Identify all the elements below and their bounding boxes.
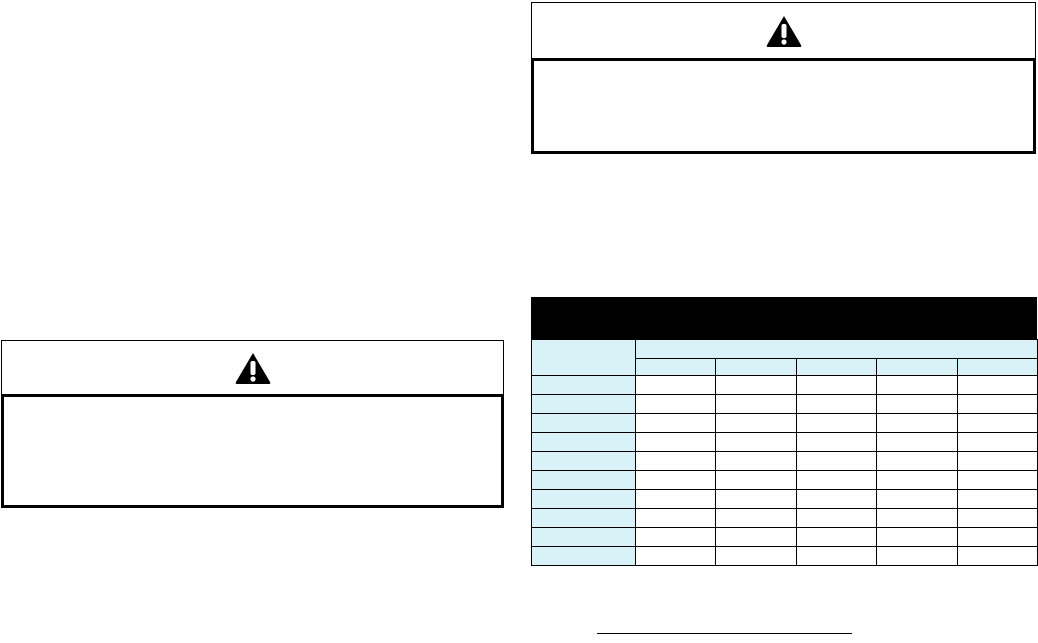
table-cell xyxy=(635,413,716,433)
row-header xyxy=(531,375,636,395)
table-cell xyxy=(635,375,716,395)
table-cell xyxy=(635,432,716,452)
spec-table xyxy=(531,339,1038,566)
warning-box-right xyxy=(531,2,1036,154)
table-cell xyxy=(715,527,797,547)
warning-triangle-icon xyxy=(235,352,270,384)
table-cell xyxy=(635,546,716,566)
row-header xyxy=(531,546,636,566)
warning-body xyxy=(2,397,503,507)
row-header xyxy=(531,394,636,414)
table-cell xyxy=(796,489,877,509)
table-spanning-header xyxy=(635,339,1038,359)
table-cell xyxy=(715,432,797,452)
table-cell xyxy=(635,489,716,509)
warning-box-left xyxy=(1,340,504,508)
table-row xyxy=(531,508,1038,528)
table-cell xyxy=(635,394,716,414)
table-subheader-row xyxy=(532,358,1038,376)
warning-body xyxy=(532,61,1035,153)
row-header xyxy=(531,470,636,490)
table-cell xyxy=(796,432,877,452)
table-cell xyxy=(957,470,1038,490)
table-row xyxy=(531,546,1038,566)
table-row xyxy=(531,489,1038,509)
row-header xyxy=(531,508,636,528)
table-cell xyxy=(876,489,958,509)
table-cell xyxy=(715,394,797,414)
row-header xyxy=(531,527,636,547)
table-cell xyxy=(635,508,716,528)
table-cell xyxy=(635,527,716,547)
table-header-row xyxy=(531,339,1038,376)
table-row xyxy=(531,451,1038,471)
table-cell xyxy=(796,527,877,547)
table-cell xyxy=(957,413,1038,433)
table-row xyxy=(531,394,1038,414)
table-cell xyxy=(796,508,877,528)
table-cell xyxy=(796,470,877,490)
table-cell xyxy=(796,451,877,471)
table-cell xyxy=(796,394,877,414)
table-row xyxy=(531,375,1038,395)
column-header xyxy=(635,358,716,376)
table-row xyxy=(531,470,1038,490)
table-cell xyxy=(957,432,1038,452)
warning-header xyxy=(532,3,1035,61)
row-header xyxy=(531,451,636,471)
table-cell xyxy=(715,413,797,433)
row-header xyxy=(531,432,636,452)
table-cell xyxy=(635,470,716,490)
table-cell xyxy=(957,375,1038,395)
table-cell xyxy=(796,375,877,395)
table-cell xyxy=(876,451,958,471)
table-row xyxy=(531,413,1038,433)
table-cell xyxy=(876,413,958,433)
table-row xyxy=(531,527,1038,547)
table-row xyxy=(531,432,1038,452)
table-cell xyxy=(796,546,877,566)
table-cell xyxy=(957,527,1038,547)
table-cell xyxy=(715,375,797,395)
table-cell xyxy=(957,451,1038,471)
table-cell xyxy=(715,470,797,490)
table-cell xyxy=(635,451,716,471)
table-cell xyxy=(876,432,958,452)
table-cell xyxy=(715,508,797,528)
row-header xyxy=(531,489,636,509)
table-cell xyxy=(796,413,877,433)
column-header xyxy=(876,358,958,376)
table-cell xyxy=(876,546,958,566)
table-cell xyxy=(957,546,1038,566)
table-cell xyxy=(715,489,797,509)
table-cell xyxy=(957,489,1038,509)
table-cell xyxy=(876,508,958,528)
table-title-bar xyxy=(531,297,1037,339)
table-cell xyxy=(876,375,958,395)
table-cell xyxy=(876,470,958,490)
table-cell xyxy=(957,394,1038,414)
warning-triangle-icon xyxy=(766,15,801,47)
table-cell xyxy=(715,451,797,471)
column-header xyxy=(957,358,1038,376)
row-header xyxy=(531,413,636,433)
table-corner-header xyxy=(531,339,636,376)
table-cell xyxy=(876,527,958,547)
table-cell xyxy=(715,546,797,566)
table-cell xyxy=(876,394,958,414)
warning-header xyxy=(2,341,503,397)
footer-rule xyxy=(597,633,852,634)
column-header xyxy=(796,358,877,376)
table-cell xyxy=(957,508,1038,528)
column-header xyxy=(715,358,797,376)
